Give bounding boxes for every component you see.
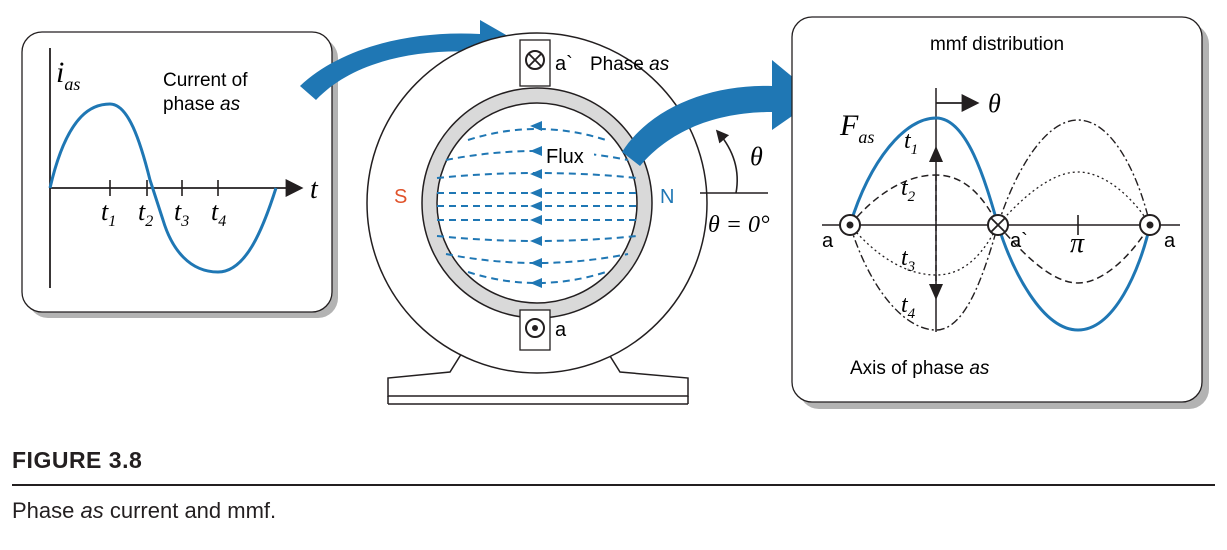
north-pole-label: N xyxy=(660,186,674,208)
flux-arrowheads xyxy=(530,121,542,288)
flux-arrowhead xyxy=(530,236,542,246)
mmf-right-conductor-label: a xyxy=(1164,230,1176,252)
conductor-bottom-dot-center xyxy=(532,325,538,331)
figure-caption-text: Phase as current and mmf. xyxy=(12,498,276,524)
theta-label: θ xyxy=(750,142,763,171)
machine: a` Phase as a Fl xyxy=(366,32,770,405)
theta-zero-label: θ = 0° xyxy=(708,212,770,238)
flux-line xyxy=(467,128,607,141)
current-panel: ias Current of phase as t t1 t2 t3 t4 xyxy=(21,31,338,318)
tick-label-t2: t2 xyxy=(138,197,153,230)
mmf-left-conductor-center xyxy=(846,221,854,229)
caption-divider xyxy=(12,484,1215,486)
current-waveform xyxy=(48,102,278,274)
mmf-arrow-up-icon xyxy=(929,146,943,162)
mmf-panel-box xyxy=(791,16,1203,403)
flux-line xyxy=(467,271,607,284)
flux-arrowhead xyxy=(530,121,542,131)
tick-label-t4: t4 xyxy=(211,197,226,230)
mmf-arrow-down-icon xyxy=(929,284,943,300)
flux-label-bg xyxy=(542,143,594,169)
mmf-t2-label: t2 xyxy=(901,175,916,205)
caption-text-start: Phase xyxy=(12,498,81,523)
arrow-to-mmf xyxy=(622,60,818,166)
figure-caption-label: FIGURE 3.8 xyxy=(12,447,143,473)
phase-label: Phase as xyxy=(590,54,670,75)
theta-arc xyxy=(715,129,738,194)
flux-arrowhead xyxy=(530,278,542,288)
flux-arrowhead xyxy=(530,201,542,211)
flux-arrowhead xyxy=(530,146,542,156)
mmf-axis-caption: Axis of phase as xyxy=(850,358,990,379)
flux-line xyxy=(445,150,629,161)
current-title-line2: phase as xyxy=(163,94,241,115)
flux-label: Flux xyxy=(546,146,584,168)
mmf-pi-label: π xyxy=(1070,228,1085,259)
flux-arrowhead xyxy=(530,188,542,198)
mmf-t4-label: t4 xyxy=(901,292,916,322)
mmf-f-label: Fas xyxy=(839,109,874,147)
mmf-mid-conductor-label: a` xyxy=(1010,230,1028,252)
flux-line xyxy=(445,253,629,264)
mmf-t3-label: t3 xyxy=(901,245,915,275)
figure-diagram: ias Current of phase as t t1 t2 t3 t4 a`… xyxy=(21,16,1209,409)
conductor-bottom-label: a xyxy=(555,319,567,341)
conductor-top-cross-line-b xyxy=(528,53,542,67)
mmf-t1-label: t1 xyxy=(904,128,918,158)
mmf-mid-cross-b xyxy=(990,217,1006,233)
current-y-label: ias xyxy=(56,56,80,94)
south-pole-label: S xyxy=(394,186,407,208)
mmf-panel: mmf distribution θ Fas t1 t2 xyxy=(791,16,1209,409)
mmf-left-conductor-label: a xyxy=(822,230,834,252)
mmf-theta-label: θ xyxy=(988,89,1001,118)
rotor xyxy=(436,102,638,304)
caption-text-end: current and mmf. xyxy=(103,498,277,523)
mmf-right-conductor-center xyxy=(1146,221,1154,229)
arrow-to-conductor xyxy=(300,20,522,100)
tick-label-t3: t3 xyxy=(174,197,189,230)
current-x-label: t xyxy=(310,174,319,205)
caption-text-italic: as xyxy=(80,498,104,523)
current-title-line1: Current of xyxy=(163,70,248,91)
conductor-top-label: a` xyxy=(555,53,573,75)
mmf-title: mmf distribution xyxy=(930,34,1064,55)
flux-arrowhead xyxy=(530,169,542,179)
flux-arrowhead xyxy=(530,258,542,268)
mmf-curve-t2 xyxy=(849,174,1151,284)
flux-arrowhead xyxy=(530,215,542,225)
tick-label-t1: t1 xyxy=(101,197,116,230)
